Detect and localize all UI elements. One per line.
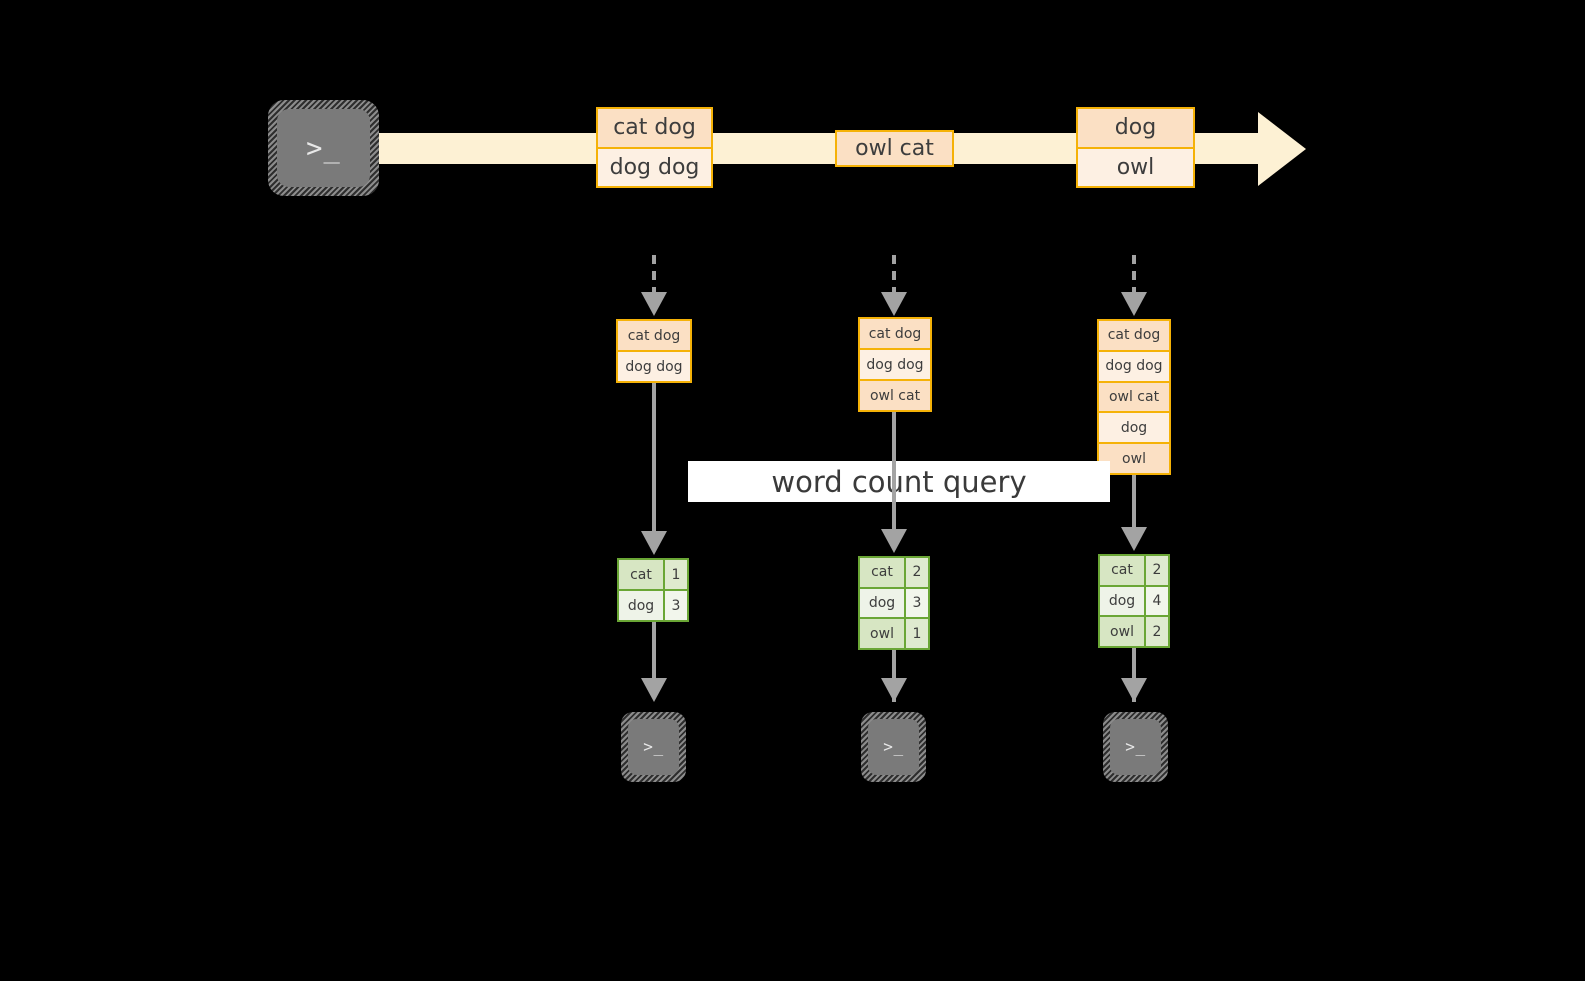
result-word: owl	[860, 619, 906, 649]
result-count: 3	[906, 588, 928, 618]
input-table-row: dog dog	[1099, 351, 1169, 383]
result-to-sink-arrowhead	[641, 678, 667, 702]
result-table-row: cat 2	[860, 558, 928, 589]
input-table-row: dog dog	[860, 350, 930, 381]
result-count: 4	[1146, 586, 1168, 616]
stream-event-box[interactable]: cat dog dog dog	[596, 107, 713, 188]
result-table-row: dog 3	[860, 588, 928, 620]
query-connector-arrowhead	[1121, 527, 1147, 551]
result-count: 1	[665, 560, 687, 589]
source-terminal-glyph: >_	[306, 132, 341, 164]
input-table-row: dog	[1099, 413, 1169, 445]
result-to-sink-connector	[1132, 648, 1136, 702]
result-table[interactable]: cat 2 dog 4 owl 2	[1098, 554, 1170, 648]
sink-terminal-icon[interactable]: >_	[861, 712, 926, 782]
stream-to-table-connector	[652, 255, 656, 292]
sink-terminal-icon[interactable]: >_	[621, 712, 686, 782]
input-table[interactable]: cat dog dog dog owl cat dog owl	[1097, 319, 1171, 475]
stream-event-line: owl cat	[837, 132, 952, 165]
stream-to-table-arrowhead	[641, 292, 667, 316]
stream-to-table-connector	[1132, 255, 1136, 292]
result-word: dog	[619, 591, 665, 620]
query-connector	[1132, 475, 1136, 527]
stream-event-line: cat dog	[598, 109, 711, 149]
result-table-row: owl 2	[1100, 617, 1168, 647]
result-table-row: dog 4	[1100, 586, 1168, 618]
result-word: cat	[860, 558, 906, 587]
result-count: 2	[906, 558, 928, 587]
stream-event-box[interactable]: owl cat	[835, 130, 954, 167]
result-table-row: owl 1	[860, 619, 928, 649]
input-table[interactable]: cat dog dog dog	[616, 319, 692, 383]
stream-event-line: dog dog	[598, 148, 711, 186]
input-table-row: cat dog	[860, 319, 930, 350]
sink-terminal-glyph: >_	[1125, 737, 1146, 756]
input-table-row: owl cat	[1099, 382, 1169, 414]
input-table-row: cat dog	[1099, 321, 1169, 352]
stream-to-table-connector	[892, 255, 896, 292]
stream-arrowhead	[1258, 112, 1306, 186]
stream-to-table-arrowhead	[881, 292, 907, 316]
query-connector-overlay	[892, 461, 896, 502]
stream-to-table-arrowhead	[1121, 292, 1147, 316]
result-count: 1	[906, 619, 928, 649]
result-table-row: cat 2	[1100, 556, 1168, 587]
result-count: 2	[1146, 556, 1168, 585]
result-table-row: cat 1	[619, 560, 687, 591]
sink-terminal-glyph: >_	[643, 737, 664, 756]
query-connector-arrowhead	[641, 531, 667, 555]
source-terminal-icon[interactable]: >_	[268, 100, 379, 196]
result-to-sink-arrowhead	[881, 678, 907, 702]
result-to-sink-connector	[892, 650, 896, 702]
sink-terminal-icon[interactable]: >_	[1103, 712, 1168, 782]
query-connector-arrowhead	[881, 529, 907, 553]
result-table-row: dog 3	[619, 591, 687, 620]
stream-event-box[interactable]: dog owl	[1076, 107, 1195, 188]
stream-event-line: dog	[1078, 109, 1193, 149]
result-count: 3	[665, 591, 687, 620]
input-table-row: dog dog	[618, 352, 690, 381]
input-table-row: owl cat	[860, 381, 930, 410]
sink-terminal-glyph: >_	[883, 737, 904, 756]
result-word: cat	[619, 560, 665, 589]
result-to-sink-connector	[652, 622, 656, 678]
query-banner-label: word count query	[771, 464, 1027, 499]
result-table[interactable]: cat 1 dog 3	[617, 558, 689, 622]
result-table[interactable]: cat 2 dog 3 owl 1	[858, 556, 930, 650]
result-word: dog	[860, 588, 906, 618]
input-table-row: cat dog	[618, 321, 690, 352]
input-table-row: owl	[1099, 444, 1169, 473]
result-word: dog	[1100, 586, 1146, 616]
result-word: cat	[1100, 556, 1146, 585]
result-to-sink-arrowhead	[1121, 678, 1147, 702]
stream-event-line: owl	[1078, 148, 1193, 186]
result-word: owl	[1100, 617, 1146, 647]
input-table[interactable]: cat dog dog dog owl cat	[858, 317, 932, 412]
query-connector	[652, 383, 656, 531]
query-banner: word count query	[688, 461, 1110, 502]
result-count: 2	[1146, 617, 1168, 647]
